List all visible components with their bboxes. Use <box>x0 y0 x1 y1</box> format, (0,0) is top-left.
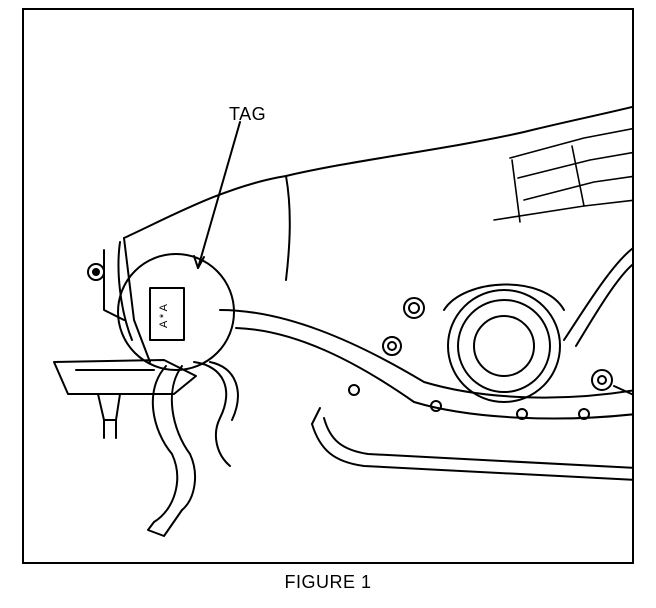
mount-bracket <box>53 359 197 439</box>
oil-pan <box>311 384 632 481</box>
cooler-line <box>563 247 632 396</box>
transmission-case <box>87 105 632 420</box>
figure-frame: A * A TAG <box>22 8 634 564</box>
output-boss <box>382 283 565 403</box>
tag-plate-text: A * A <box>158 303 170 328</box>
tag-leader <box>193 121 241 269</box>
transmission-illustration: A * A <box>53 105 632 537</box>
linkage-handle <box>147 361 239 537</box>
tag-label: TAG <box>229 104 267 124</box>
tag-plate: A * A <box>149 287 185 341</box>
upper-ribs <box>493 127 632 223</box>
magnifier-circle <box>117 253 235 371</box>
figure-caption: FIGURE 1 <box>284 572 372 592</box>
